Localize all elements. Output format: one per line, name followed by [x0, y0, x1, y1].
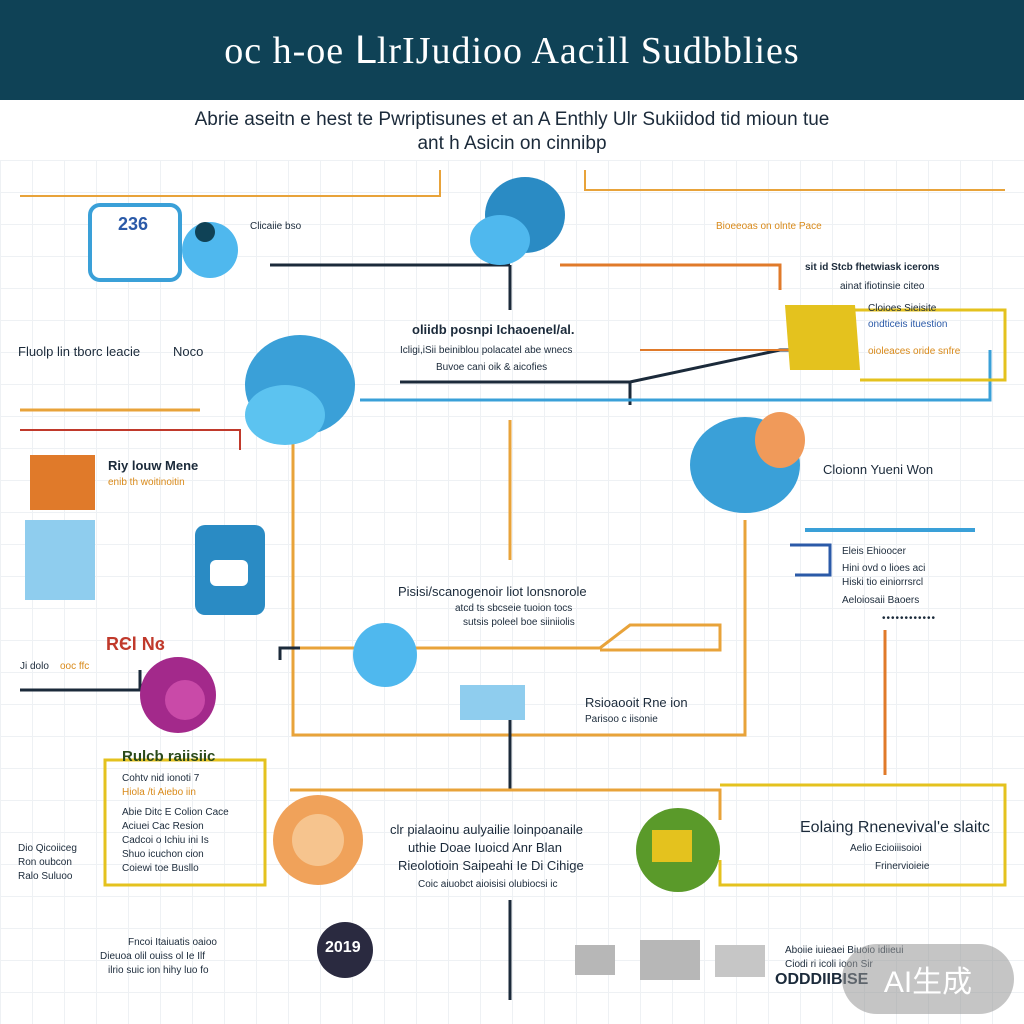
blob-right-mid: [690, 412, 805, 513]
connector-r: [718, 783, 1007, 887]
connector-top-left: [20, 170, 441, 197]
icon-small-blue-illustration: [460, 685, 525, 720]
page-subtitle: Abrie aseitn e hest te Pwriptisunes et a…: [0, 108, 1024, 156]
right-block-line-4: oioleaces oride snfre: [868, 346, 961, 357]
icon-magenta-circle: [140, 657, 216, 733]
blob-left-mid: [245, 335, 355, 445]
right-block-title: sit id Stcb fhetwiask icerons: [805, 262, 940, 273]
top-left-caption: Clicaiie bso: [250, 221, 302, 232]
bottom-small-line-1: Dieuoa olil ouiss ol Ie Ilf: [100, 951, 206, 962]
yellow-box-line-6: Shuo icuchon cion: [122, 849, 204, 860]
bottom-right-line-2: Frinervioieie: [875, 861, 930, 872]
bottom-left-3: Ralo Suluoo: [18, 871, 73, 882]
connector-c: [560, 263, 782, 290]
icon-blue-square: [195, 525, 265, 615]
right-mid-caption: Cloionn Yueni Won: [823, 462, 934, 477]
page-title: oc h-oe ⅬlrIJudioo Aacill Sudbblies: [224, 29, 800, 72]
center-block-line-1: Icligi,iSii beiniblou polacatel abe wnec…: [400, 345, 573, 356]
connector-q: [290, 788, 722, 820]
icon-orange-card: [25, 455, 95, 600]
center-block-line-2: Buvoe cani oik & aicofies: [436, 362, 548, 373]
watermark-badge: AI生成: [842, 944, 1014, 1014]
icon-grey-blocks: [575, 940, 765, 980]
top-right-caption: Bioeeoas on olnte Pace: [716, 221, 822, 232]
bottom-right-title: Eolaing Rnenevival'e slaitc: [800, 819, 990, 836]
bottom-right-small-1: Aboiie iuieaei Biuoio idiieui: [785, 945, 904, 956]
icon-blue-circle-center: [353, 623, 417, 687]
red-label: RЄl Nɞ: [106, 634, 166, 654]
left-block-title: Riy louw Mene: [108, 458, 199, 473]
icon-yellow-card: [785, 305, 860, 370]
left-mid-label-2: Noco: [173, 344, 204, 359]
page-header: oc h-oe ⅬlrIJudioo Aacill Sudbblies: [0, 0, 1024, 100]
center-block-title: oliidb posnpi Ichaoenel/al.: [412, 322, 575, 337]
bottom-right-line-1: Aelio Ecioiiisoioi: [850, 843, 922, 854]
right-block-line-2: Cloioes Sieisite: [868, 303, 937, 314]
right-center-line: Parisoo c iisonie: [585, 714, 658, 725]
icon-right-list-bracket: [790, 543, 832, 577]
bottom-center-line-3: Coic aiuobct aioisisi olubiocsi ic: [418, 879, 558, 890]
right-list-line-3: Aeloiosaii Baoers: [842, 595, 920, 606]
yellow-box-line-2: Hiola /ti Aiebo iin: [122, 787, 196, 798]
right-list-line-2: Hiski tio einiorrsrcl: [842, 577, 924, 588]
icon-green-circle: [636, 808, 720, 892]
connector-d: [400, 348, 800, 405]
subtitle-line-2: ant h Asicin on cinnibp: [417, 133, 607, 154]
bottom-center-line-2: Rieolotioin Saipeahi Ie Di Cihige: [398, 858, 584, 873]
connector-m: [278, 646, 300, 660]
bottom-small-line-2: ilrio suic ion hihy luo fo: [108, 965, 209, 976]
yellow-box-title: Rulcb raiisiic: [122, 748, 216, 765]
icon-dark-circle: [317, 922, 373, 978]
yellow-box-line-7: Coiewi toe Busllo: [122, 863, 199, 874]
left-small-2: ooc ffc: [60, 661, 90, 672]
yellow-box-line-5: Cadcoi o Ichiu ini Is: [122, 835, 209, 846]
top-left-number: 236: [118, 214, 149, 234]
bottom-center-line-1: uthie Doae Iuoicd Anr Blan: [408, 840, 562, 855]
right-block-line-3: ondticeis ituestion: [868, 319, 948, 330]
connector-h: [20, 429, 241, 450]
bottom-center-title: clr pialaoinu aulyailie loinpoanaile: [390, 822, 583, 837]
connector-e: [360, 350, 992, 402]
left-block-sub: enib th woitinoitin: [108, 477, 185, 488]
yellow-box-line-4: Aciuei Cac Resion: [122, 821, 204, 832]
subtitle-line-1: Abrie aseitn e hest te Pwriptisunes et a…: [194, 109, 830, 130]
blob-top-center: [470, 177, 565, 265]
right-dots: ••••••••••••: [882, 613, 937, 624]
bottom-right-small-2: Ciodi ri icoli ioon Sir: [785, 959, 873, 970]
icon-chat-box: [88, 203, 238, 282]
background-grid: [0, 160, 1024, 1024]
connector-o: [20, 670, 142, 692]
center-mid-title: Pisisi/scanogenoir liot lonsnorole: [398, 584, 587, 599]
bottom-left-2: Ron oubcon: [18, 857, 72, 868]
right-center-title: Rsioaooit Rne ion: [585, 695, 688, 710]
bottom-left-1: Dio Qicoiiceg: [18, 843, 77, 854]
right-list-line-1: Hini ovd o lioes aci: [842, 563, 926, 574]
right-block-line-1: ainat ifiotinsie citeo: [840, 281, 925, 292]
connector-j: [291, 420, 747, 737]
left-small-1: Ji dolo: [20, 661, 49, 672]
center-mid-line-2: sutsis poleel boe siiniiolis: [463, 617, 575, 628]
yellow-box-line-3: Abie Ditc E Colion Cace: [122, 807, 229, 818]
center-mid-line-1: atcd ts sbcseie tuoion tocs: [455, 603, 573, 614]
left-mid-label: Fluolp lin tborc leacie: [18, 344, 141, 359]
connector-yellow-box: [103, 758, 267, 887]
connector-t: [790, 308, 1007, 382]
bottom-number: 2019: [325, 939, 361, 956]
bottom-small-title: Fncoi Itaiuatis oaioo: [128, 937, 217, 948]
right-list-title: Eleis Ehioocer: [842, 546, 906, 557]
connector-top-right: [584, 170, 1005, 191]
connector-l: [300, 623, 722, 652]
yellow-box-line-1: Cohtv nid ionoti 7: [122, 773, 200, 784]
icon-orange-circle-bottom: [273, 795, 363, 885]
